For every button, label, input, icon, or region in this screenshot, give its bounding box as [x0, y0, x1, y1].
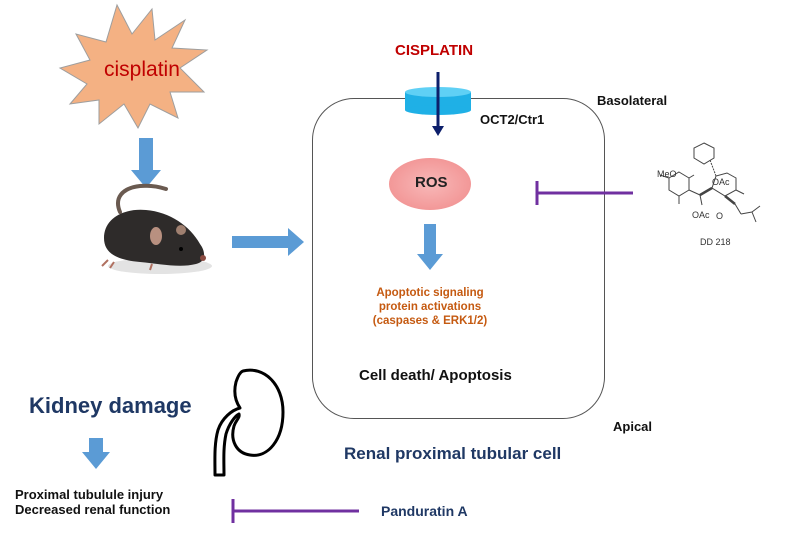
right-arrow-to-cell	[232, 228, 304, 256]
kidney-damage-title: Kidney damage	[29, 393, 192, 418]
mouse-feet	[101, 259, 153, 271]
down-arrow-kidney-damage	[82, 438, 110, 469]
effect-line: Decreased renal function	[15, 502, 171, 517]
dd218-oac-group: OAc	[712, 177, 730, 187]
dd218-ketone-o: O	[716, 211, 724, 221]
signaling-line: Apoptotic signaling	[376, 287, 484, 299]
signaling-line: (caspases & ERK1/2)	[372, 315, 488, 327]
starburst-shape	[58, 3, 209, 130]
mouse-tail	[116, 183, 168, 214]
effect-line: Proximal tubulule injury	[15, 487, 164, 502]
kidney-effects: Proximal tubulule injury Decreased renal…	[15, 487, 170, 517]
mouse-eye	[179, 247, 183, 251]
apoptotic-signaling-text: Apoptotic signaling protein activations …	[360, 286, 500, 328]
signaling-line: protein activations	[378, 301, 482, 313]
mouse-ear-back	[176, 225, 186, 235]
panduratin-label: Panduratin A	[381, 503, 468, 519]
starburst-label: cisplatin	[104, 58, 180, 81]
cell-death-label: Cell death/ Apoptosis	[359, 367, 512, 384]
transporter-label: OCT2/Ctr1	[480, 112, 545, 127]
dd218-meo-group: MeO	[657, 169, 677, 179]
down-arrow-to-mouse	[131, 138, 161, 188]
mouse-nose	[200, 255, 206, 261]
dd218-label: DD 218	[700, 237, 731, 247]
renal-cell-caption: Renal proximal tubular cell	[344, 444, 562, 463]
apical-label: Apical	[613, 419, 653, 434]
ros-label: ROS	[415, 174, 448, 191]
cisplatin-drug-label: CISPLATIN	[395, 42, 474, 59]
ros-bubble	[389, 158, 471, 210]
dd218-oac-group: OAc	[692, 210, 710, 220]
mouse-ear	[150, 227, 162, 245]
basolateral-label: Basolateral	[597, 93, 668, 108]
down-arrow-ros-to-signaling	[417, 224, 443, 270]
